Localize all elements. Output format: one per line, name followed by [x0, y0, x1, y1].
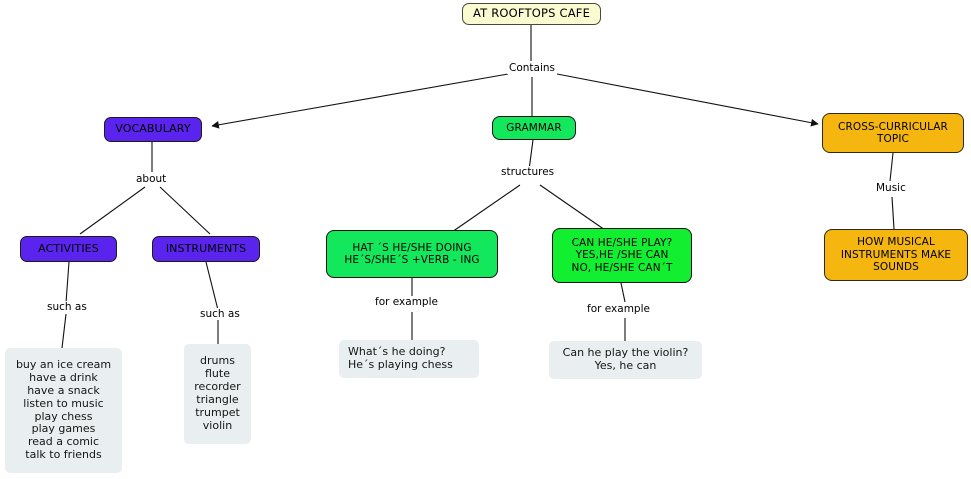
node-structure-can-questions[interactable]: CAN HE/SHE PLAY? YES,HE /SHE CAN NO, HE/… — [552, 228, 692, 283]
edge-contains-to-cross-curricular — [556, 73, 819, 127]
edge-contains-to-vocabulary — [211, 73, 509, 129]
edge-about-to-instruments — [159, 186, 211, 235]
node-example-present-continuous[interactable]: What´s he doing? He´s playing chess — [339, 340, 479, 378]
node-grammar[interactable]: GRAMMAR — [492, 116, 576, 140]
edge-structure-two-to-for-example — [620, 282, 626, 303]
edge-music-to-music-topic — [891, 196, 895, 230]
edge-label-structures: structures — [499, 166, 557, 178]
edge-structures-to-structure-one — [451, 184, 521, 233]
edge-cross-curricular-to-music — [889, 152, 894, 182]
node-activities[interactable]: ACTIVITIES — [20, 236, 117, 262]
node-instruments-list[interactable]: drums flute recorder triangle trumpet vi… — [184, 344, 251, 444]
node-instruments[interactable]: INSTRUMENTS — [152, 236, 260, 262]
edge-label-contains: Contains — [507, 62, 558, 74]
edge-such-as-to-activities-list — [61, 313, 67, 349]
edge-label-for-example-one: for example — [373, 296, 440, 308]
edge-label-for-example-two: for example — [585, 303, 652, 315]
node-example-can-questions[interactable]: Can he play the violin? Yes, he can — [549, 341, 702, 379]
edge-about-to-activities — [79, 186, 146, 235]
edge-label-about: about — [134, 173, 169, 185]
node-structure-present-continuous[interactable]: HAT ´S HE/SHE DOING HE´S/SHE´S +VERB - I… — [326, 230, 498, 278]
edge-label-music: Music — [874, 182, 908, 194]
node-activities-list[interactable]: buy an ice cream have a drink have a sna… — [5, 348, 122, 473]
node-cross-curricular-topic[interactable]: CROSS-CURRICULAR TOPIC — [822, 113, 964, 153]
edge-activities-to-such-as — [65, 261, 70, 304]
node-vocabulary[interactable]: VOCABULARY — [104, 117, 202, 142]
edge-structures-to-structure-two — [539, 184, 606, 231]
edge-instruments-to-such-as — [205, 261, 219, 311]
node-how-musical-instruments-make-sounds[interactable]: HOW MUSICAL INSTRUMENTS MAKE SOUNDS — [824, 229, 968, 281]
node-root-title[interactable]: AT ROOFTOPS CAFE — [462, 3, 601, 25]
edge-label-such-as-activities: such as — [45, 301, 89, 313]
edge-label-such-as-instruments: such as — [198, 308, 242, 320]
